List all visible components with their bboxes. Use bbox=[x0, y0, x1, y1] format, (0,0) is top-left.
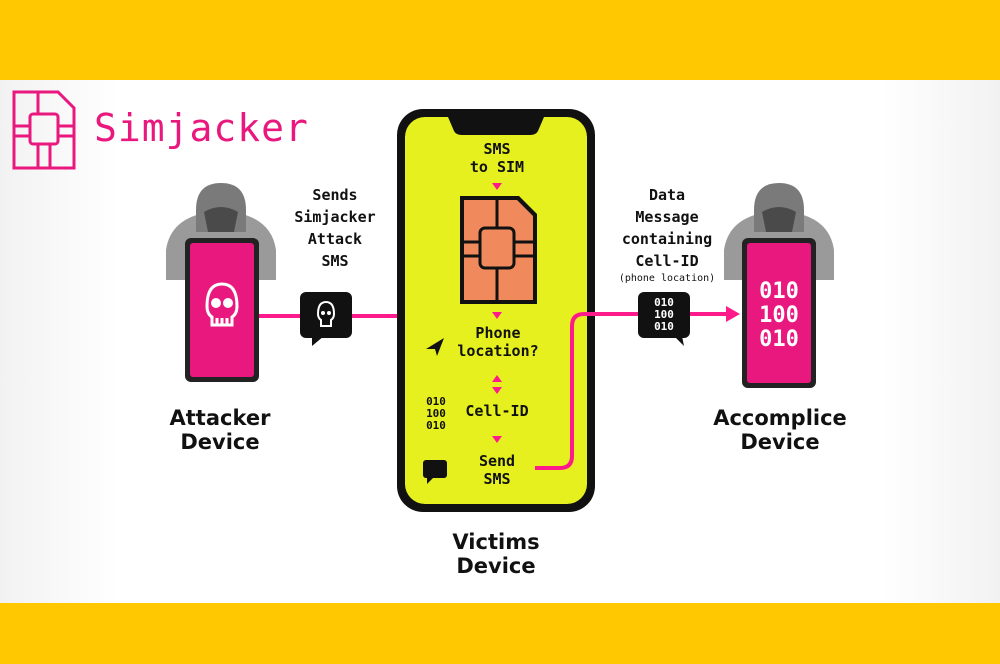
down-arrow-icon bbox=[492, 436, 502, 443]
bubble-binary: 010 100 010 bbox=[646, 297, 682, 333]
location-arrow-icon bbox=[426, 338, 444, 356]
send-step-line: Attack bbox=[307, 230, 363, 248]
data-step-line: Cell-ID bbox=[635, 252, 699, 270]
data-step-label: Data Message containing Cell-ID bbox=[600, 184, 734, 272]
skull-message-bubble bbox=[300, 292, 352, 346]
sim-chip-icon bbox=[460, 196, 537, 304]
binary-row: 010 bbox=[759, 327, 799, 352]
up-arrow-icon bbox=[492, 375, 502, 382]
attacker-device-label: Attacker Device bbox=[150, 406, 290, 454]
accomplice-device-label: Accomplice Device bbox=[700, 406, 860, 454]
accomplice-phone bbox=[742, 238, 816, 388]
top-yellow-band bbox=[0, 0, 1000, 80]
phone-location-line: location? bbox=[457, 342, 539, 360]
binary-row: 010 bbox=[426, 395, 446, 408]
victim-phone bbox=[397, 109, 595, 512]
caption-line: Device bbox=[456, 554, 536, 578]
binary-row: 100 bbox=[654, 308, 674, 321]
sms-to-sim-label: SMS to SIM bbox=[447, 140, 547, 176]
caption-line: Victims bbox=[452, 530, 540, 554]
send-sms-label: Send SMS bbox=[452, 452, 542, 488]
send-step-line: SMS bbox=[321, 252, 349, 270]
caption-line: Device bbox=[180, 430, 260, 454]
sms-to-sim-line: SMS bbox=[483, 140, 511, 158]
bottom-yellow-band bbox=[0, 603, 1000, 664]
send-sms-line: SMS bbox=[483, 470, 511, 488]
sim-logo-icon bbox=[12, 90, 76, 170]
send-step-line: Simjacker bbox=[294, 208, 376, 226]
binary-row: 010 bbox=[426, 419, 446, 432]
phone-location-line: Phone bbox=[475, 324, 521, 342]
binary-row: 100 bbox=[426, 407, 446, 420]
cell-id-label: Cell-ID bbox=[465, 402, 529, 420]
caption-line: Attacker bbox=[169, 406, 271, 430]
chat-bubble-icon bbox=[423, 460, 447, 484]
binary-row: 010 bbox=[654, 296, 674, 309]
binary-row: 010 bbox=[759, 279, 799, 304]
attacker-phone bbox=[185, 238, 259, 382]
send-step-label: Sends Simjacker Attack SMS bbox=[280, 184, 390, 272]
binary-row: 010 bbox=[654, 320, 674, 333]
brand-title: Simjacker bbox=[94, 106, 309, 150]
down-arrow-icon bbox=[492, 183, 502, 190]
down-arrow-icon bbox=[492, 312, 502, 319]
skull-icon bbox=[205, 282, 239, 327]
data-step-line: containing bbox=[621, 230, 713, 248]
sms-to-sim-line: to SIM bbox=[469, 158, 525, 176]
caption-line: Accomplice bbox=[713, 406, 847, 430]
data-step-line: Data bbox=[648, 186, 686, 204]
phone-location-label: Phone location? bbox=[440, 324, 556, 360]
victims-device-label: Victims Device bbox=[426, 530, 566, 578]
accomplice-binary: 010 100 010 bbox=[747, 280, 811, 352]
send-sms-line: Send bbox=[478, 452, 516, 470]
binary-message-bubble bbox=[638, 292, 690, 346]
down-arrow-icon bbox=[492, 387, 502, 394]
data-arrow-head bbox=[726, 306, 740, 322]
caption-line: Device bbox=[740, 430, 820, 454]
binary-row: 100 bbox=[759, 303, 799, 328]
data-message-arrow bbox=[535, 312, 726, 470]
data-step-line: Message bbox=[635, 208, 699, 226]
victim-binary: 010 100 010 bbox=[418, 396, 454, 432]
phone-location-note: (phone location) bbox=[618, 273, 716, 284]
send-step-line: Sends bbox=[312, 186, 358, 204]
